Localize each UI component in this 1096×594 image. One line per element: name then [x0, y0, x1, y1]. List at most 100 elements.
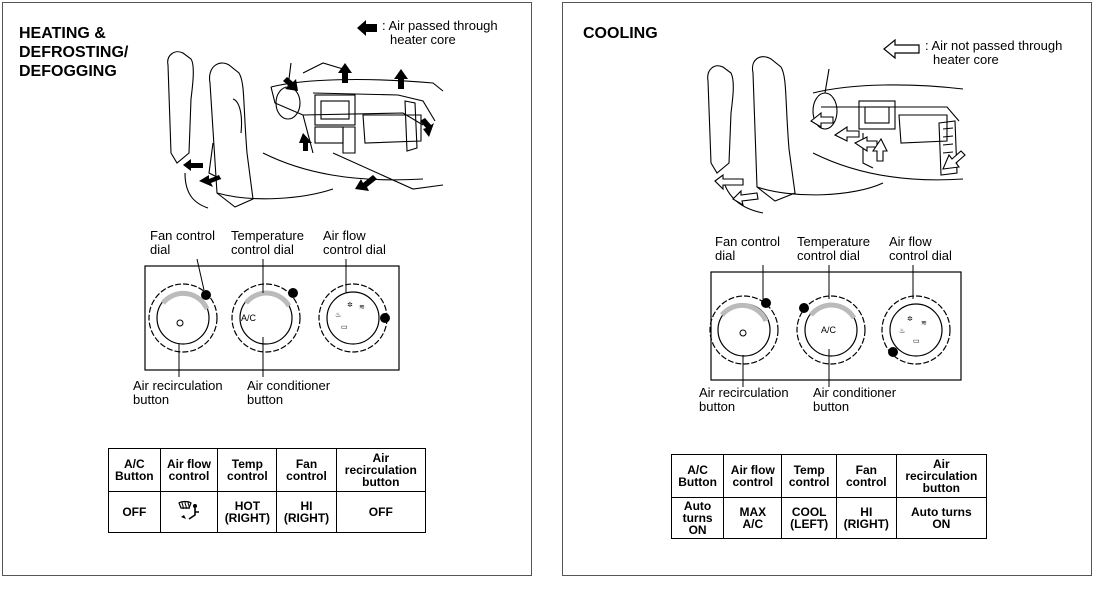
cell-line: MAX — [739, 505, 767, 519]
label-line: Air conditioner — [813, 385, 897, 400]
cell-line: HI — [300, 499, 313, 513]
svg-text:≋: ≋ — [359, 304, 365, 311]
cell-line: HI — [860, 505, 873, 519]
airflow-dial-label: Air flow control dial — [889, 235, 952, 263]
header-line: Button — [114, 469, 154, 483]
control-panel-cooling: ✲ ≋ ♨ ▭ — [709, 265, 962, 387]
label-line: Temperature — [797, 234, 870, 249]
cell-line: ON — [688, 523, 707, 537]
cell-airflow — [159, 491, 219, 533]
temp-dial-label: Temperature control dial — [797, 235, 870, 263]
label-line: button — [247, 392, 284, 407]
header-line: Temp — [793, 463, 825, 477]
header-line: A/C — [123, 457, 145, 471]
label-line: Air conditioner — [247, 378, 331, 393]
cell-line: COOL — [791, 505, 827, 519]
cell-temp: HOT (RIGHT) — [217, 491, 278, 533]
cell-line: (RIGHT) — [224, 511, 271, 525]
recirc-button-label: Air recirculation button — [133, 379, 223, 407]
cell-line: Auto turns — [911, 505, 972, 519]
cell-ac: OFF — [108, 491, 161, 533]
label-line: Air flow — [889, 234, 932, 249]
label-line: Air flow — [323, 228, 366, 243]
legend-line: : Air passed through — [382, 18, 498, 33]
dial-ac-text: A/C — [241, 313, 257, 323]
header-temp: Temp control — [217, 448, 278, 492]
cooling-panel: COOLING : Air not passed through heater … — [562, 2, 1092, 576]
header-ac-button: A/C Button — [670, 454, 725, 498]
table-row: Auto turns ON MAX A/C COOL (LEFT) HI (RI… — [670, 497, 988, 539]
cell-temp: COOL (LEFT) — [781, 497, 837, 539]
header-fan: Fan control — [276, 448, 337, 492]
cell-line: (LEFT) — [790, 517, 829, 531]
label-line: button — [133, 392, 170, 407]
title-line: HEATING & — [19, 25, 106, 42]
header-line: control — [227, 469, 268, 483]
table-header-row: A/C Button Air flow control Temp control… — [670, 454, 988, 498]
cell-line: (RIGHT) — [283, 511, 330, 525]
legend-line: heater core — [390, 32, 456, 47]
cell-fan: HI (RIGHT) — [276, 491, 337, 533]
car-interior-cooling-illustration — [707, 56, 966, 214]
control-panel-heating: ✲♨ ≋▭ — [144, 258, 400, 377]
fan-dial-label: Fan control dial — [150, 229, 215, 257]
title-line: DEFOGGING — [19, 63, 117, 80]
settings-table: A/C Button Air flow control Temp control… — [670, 454, 988, 539]
header-line: button — [362, 475, 400, 489]
header-line: recirculation — [344, 463, 417, 477]
svg-text:♨: ♨ — [335, 311, 341, 319]
cell-line: HOT — [234, 499, 261, 513]
heating-panel: HEATING & DEFROSTING/ DEFOGGING : Air pa… — [2, 2, 532, 576]
header-line: Air flow — [166, 457, 211, 471]
label-line: control dial — [889, 248, 952, 263]
cell-line: turns — [682, 511, 713, 525]
title-line: DEFROSTING/ — [19, 44, 129, 61]
svg-text:♨: ♨ — [899, 327, 905, 335]
fan-dial-text: A/C — [241, 311, 256, 325]
header-ac-button: A/C Button — [108, 448, 161, 492]
legend-line: : Air not passed through — [925, 38, 1063, 53]
car-interior-heating-illustration — [167, 51, 444, 209]
label-line: dial — [715, 248, 736, 263]
header-line: Air — [933, 457, 950, 471]
svg-text:≋: ≋ — [921, 320, 927, 327]
label-line: Air recirculation — [133, 378, 223, 393]
header-line: recirculation — [905, 469, 978, 483]
header-line: control — [845, 475, 887, 489]
label-line: Fan control — [715, 234, 781, 249]
svg-text:▭: ▭ — [913, 338, 920, 345]
header-line: button — [922, 481, 960, 495]
panel-title: HEATING & DEFROSTING/ DEFOGGING — [19, 24, 128, 81]
header-line: Temp — [231, 457, 263, 471]
dial-ac-text: A/C — [821, 325, 837, 335]
cell-line: OFF — [368, 505, 393, 519]
header-recirc: Air recirculation button — [895, 454, 988, 498]
label-line: button — [813, 399, 850, 414]
legend: : Air passed through heater core — [356, 19, 498, 47]
header-line: control — [168, 469, 210, 483]
header-line: control — [788, 475, 830, 489]
cell-line: OFF — [122, 505, 147, 519]
cell-line: A/C — [742, 517, 764, 531]
header-line: Air — [372, 451, 390, 465]
header-line: control — [286, 469, 327, 483]
svg-text:▭: ▭ — [341, 324, 348, 331]
cell-line: ON — [932, 517, 951, 531]
legend-line: heater core — [933, 52, 999, 67]
legend: : Air not passed through heater core — [883, 39, 1062, 67]
ac-button-label: Air conditioner button — [247, 379, 330, 407]
label-line: Air recirculation — [699, 385, 789, 400]
cell-line: (RIGHT) — [843, 517, 889, 531]
header-line: Fan — [855, 463, 877, 477]
label-line: control dial — [231, 242, 294, 257]
temp-dial-label: Temperature control dial — [231, 229, 304, 257]
label-line: control dial — [797, 248, 860, 263]
panel-title: COOLING — [583, 24, 658, 43]
defrost-floor-icon — [178, 500, 199, 520]
svg-text:✲: ✲ — [907, 315, 913, 323]
header-recirc: Air recirculation button — [335, 448, 427, 492]
settings-table: A/C Button Air flow control Temp control… — [108, 448, 427, 533]
cell-ac: Auto turns ON — [670, 497, 725, 539]
table-row: OFF HOT (RIGHT) HI (RIGHT) OFF — [108, 491, 427, 533]
cell-fan: HI (RIGHT) — [835, 497, 897, 539]
